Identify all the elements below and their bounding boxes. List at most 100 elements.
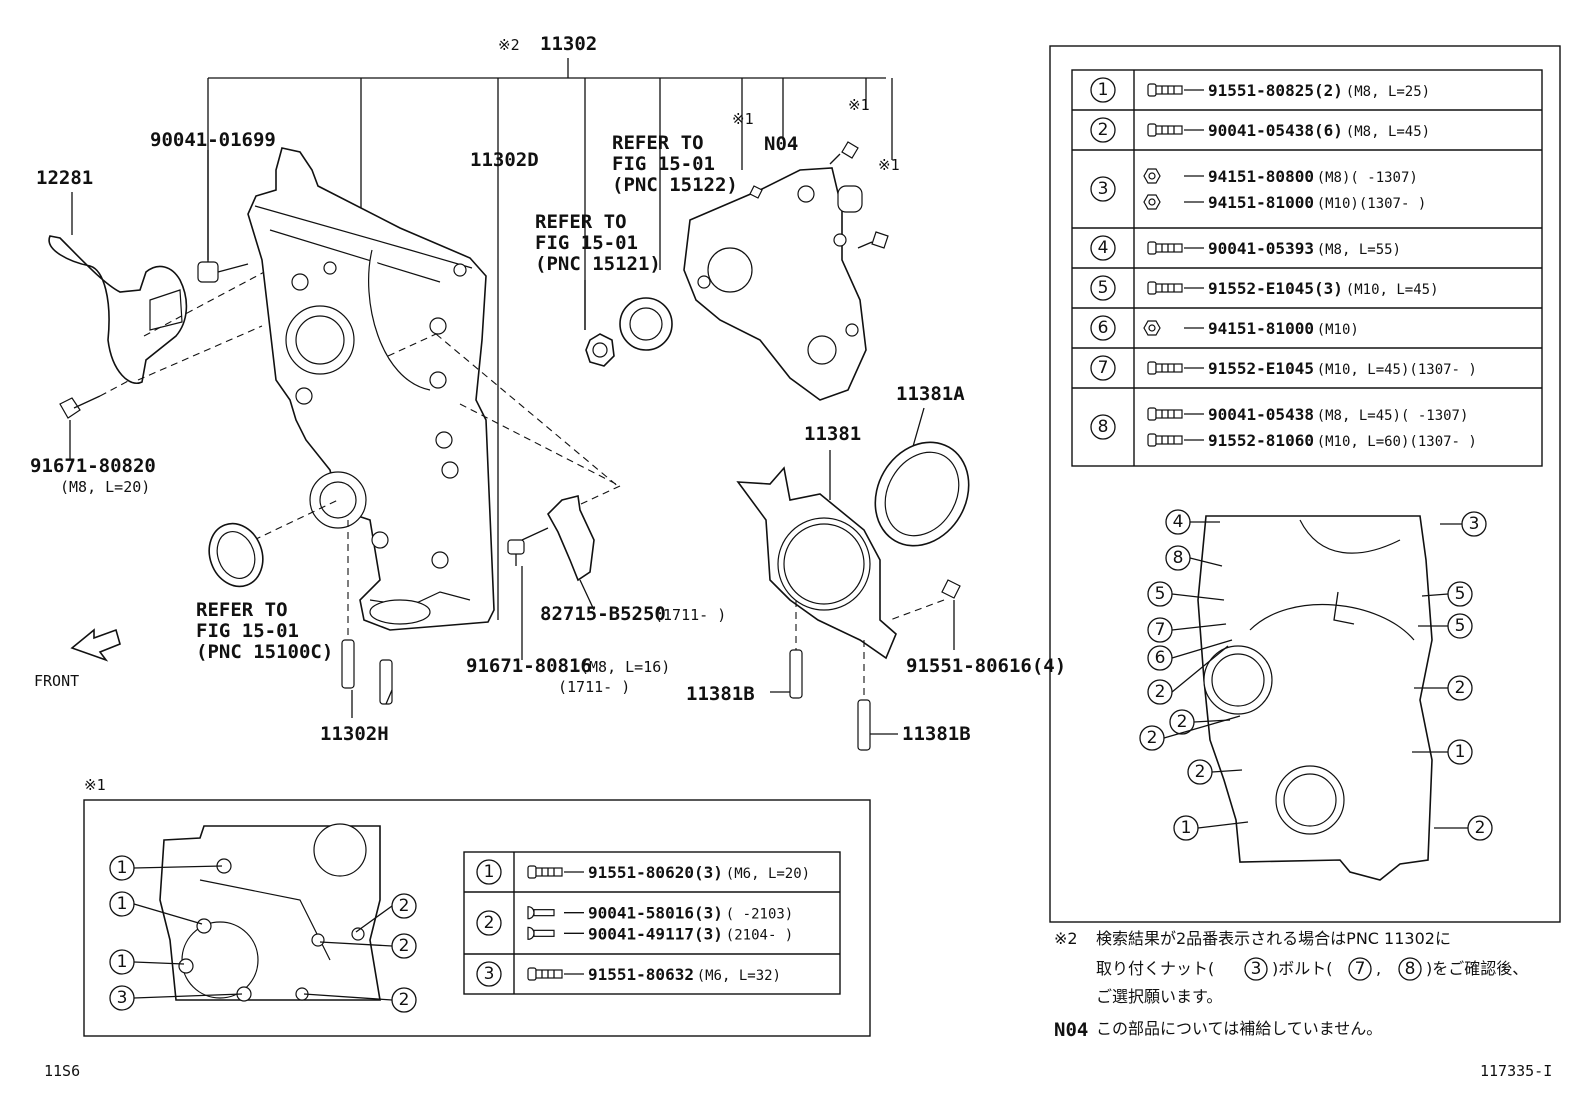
ref-15122-line1[interactable]: REFER TO <box>612 132 704 154</box>
right-table-row-8-spec: (M10, L=60)(1307- ) <box>1317 434 1477 450</box>
inset-detail-drawing <box>159 823 381 1002</box>
right-table-row-1-spec: (M8, L=25) <box>1346 84 1430 100</box>
inset-table-row-3-code[interactable]: 91551-80632 <box>588 965 694 984</box>
right-table-row-4-code[interactable]: 90041-05393 <box>1208 239 1314 258</box>
ref-15121-line3[interactable]: (PNC 15121) <box>535 253 661 275</box>
main-pnc-label[interactable]: 11302 <box>540 33 597 55</box>
right-callout-leader <box>1171 645 1229 693</box>
right-table-row-num-6-num: 6 <box>1098 318 1109 338</box>
part-label-11381b-1[interactable]: 11381B <box>686 683 755 705</box>
right-callout-leader <box>1189 557 1223 567</box>
inset-callout-leader <box>319 941 393 947</box>
right-table-row-num-8 <box>1090 414 1116 440</box>
right-callout-2 <box>1169 709 1195 735</box>
stud-11381b-2 <box>857 640 898 751</box>
oil-seal-11381a <box>874 441 970 547</box>
inset-callout-1-num: 1 <box>117 858 128 878</box>
right-table-row-num-2 <box>1090 117 1116 143</box>
ref-15122-line2[interactable]: FIG 15-01 <box>612 153 715 175</box>
part-label-11302h[interactable]: 11302H <box>320 723 389 745</box>
right-table-row-num-3-num: 3 <box>1098 179 1109 199</box>
part-label-91671-80820[interactable]: 91671-80820 <box>30 455 156 477</box>
right-callout-7-num: 7 <box>1155 620 1166 640</box>
right-table-row-2-code[interactable]: 90041-05438(6) <box>1208 121 1343 140</box>
inset-table-row-3-fastener-icon <box>527 967 563 981</box>
right-table-row-3-code[interactable]: 94151-81000 <box>1208 193 1314 212</box>
inset-callout-1 <box>109 891 135 917</box>
ref-15100c-line2[interactable]: FIG 15-01 <box>196 620 299 642</box>
part-label-91551-80616[interactable]: 91551-80616(4) <box>906 655 1066 677</box>
part-label-11381a[interactable]: 11381A <box>896 383 965 405</box>
right-table-row-4-spec: (M8, L=55) <box>1317 242 1401 258</box>
right-table-row-8-code[interactable]: 90041-05438 <box>1208 405 1314 424</box>
right-table-row-6-code[interactable]: 94151-81000 <box>1208 319 1314 338</box>
right-callout-leader <box>1163 715 1241 739</box>
inset-table-row-2-code[interactable]: 90041-49117(3) <box>588 924 723 943</box>
oil-pump-plate-n04 <box>683 141 889 401</box>
note2-callout-8-num: 8 <box>1405 959 1416 979</box>
note2-mark: ※2 <box>1054 929 1078 948</box>
inset-callout-1-num: 1 <box>117 894 128 914</box>
part-spec-91671-80820: (M8, L=20) <box>60 478 150 496</box>
footer-right-code: 117335-I <box>1480 1062 1552 1080</box>
right-table-row-num-5-num: 5 <box>1098 278 1109 298</box>
right-table-row-num-1 <box>1090 77 1116 103</box>
right-callout-2-num: 2 <box>1475 818 1486 838</box>
right-callout-1 <box>1173 815 1199 841</box>
note2-callout-3 <box>1244 957 1268 981</box>
note2-callout-8 <box>1398 957 1422 981</box>
part-label-11381[interactable]: 11381 <box>804 423 861 445</box>
part-label-12281[interactable]: 12281 <box>36 167 93 189</box>
right-callout-leader <box>1171 639 1233 659</box>
inset-table-row-2-spec: (2104- ) <box>726 927 793 943</box>
inset-callout-2-num: 2 <box>399 936 410 956</box>
note2-line2c: )をご確認後、 <box>1426 959 1528 978</box>
ref-15100c-line1[interactable]: REFER TO <box>196 599 288 621</box>
right-callout-leader <box>1421 593 1449 597</box>
part-label-n04[interactable]: N04 <box>764 133 798 155</box>
part-label-91671-80816[interactable]: 91671-80816 <box>466 655 592 677</box>
note2-sep: , <box>1376 959 1381 978</box>
ref-15100c-line3[interactable]: (PNC 15100C) <box>196 641 333 663</box>
right-table-row-7-code[interactable]: 91552-E1045 <box>1208 359 1314 378</box>
inset-table-row-1-fastener-icon <box>527 865 563 879</box>
right-callout-5 <box>1447 581 1473 607</box>
inset-callout-3-num: 3 <box>117 988 128 1008</box>
right-table-row-1-code[interactable]: 91551-80825(2) <box>1208 81 1343 100</box>
right-callout-1 <box>1447 739 1473 765</box>
part-label-82715-b5250[interactable]: 82715-B5250 <box>540 603 666 625</box>
right-callout-6-num: 6 <box>1155 648 1166 668</box>
right-table-row-3-code[interactable]: 94151-80800 <box>1208 167 1314 186</box>
inset-table-row-1-code[interactable]: 91551-80620(3) <box>588 863 723 882</box>
ref-15122-line3[interactable]: (PNC 15122) <box>612 174 738 196</box>
part-label-90041-01699[interactable]: 90041-01699 <box>150 129 276 151</box>
right-table-row-3-spec: (M10)(1307- ) <box>1317 196 1427 212</box>
inset-table-row-num-1-num: 1 <box>484 862 495 882</box>
inset-callout-leader <box>355 905 393 933</box>
inset-table-row-2-code[interactable]: 90041-58016(3) <box>588 904 723 923</box>
footer-left-code: 11S6 <box>44 1062 80 1080</box>
right-callout-5-num: 5 <box>1455 584 1466 604</box>
right-callout-1-num: 1 <box>1455 742 1466 762</box>
part-spec-82715-b5250: (1711- ) <box>654 606 726 624</box>
right-table-row-2-fastener-icon <box>1147 123 1183 137</box>
right-callout-5-num: 5 <box>1155 584 1166 604</box>
inset-callout-2-num: 2 <box>399 990 410 1010</box>
ref-15121-line2[interactable]: FIG 15-01 <box>535 232 638 254</box>
right-table-row-8-code[interactable]: 91552-81060 <box>1208 431 1314 450</box>
right-table-row-5-spec: (M10, L=45) <box>1346 282 1439 298</box>
bolt-91671-80816 <box>507 527 549 660</box>
right-callout-2 <box>1187 759 1213 785</box>
right-table-row-6-fastener-icon <box>1143 320 1161 336</box>
part-label-11381b-2[interactable]: 11381B <box>902 723 971 745</box>
right-callout-5 <box>1447 613 1473 639</box>
bracket-12281 <box>48 235 269 384</box>
inset-table-row-num-2 <box>476 910 502 936</box>
right-table-row-6-spec: (M10) <box>1317 322 1359 338</box>
right-callout-leader <box>1171 593 1225 601</box>
ref-15121-line1[interactable]: REFER TO <box>535 211 627 233</box>
note2-line1: 検索結果が2品番表示される場合はPNC 11302に <box>1096 929 1451 948</box>
part-label-11302d[interactable]: 11302D <box>470 149 539 171</box>
right-table-row-5-code[interactable]: 91552-E1045(3) <box>1208 279 1343 298</box>
